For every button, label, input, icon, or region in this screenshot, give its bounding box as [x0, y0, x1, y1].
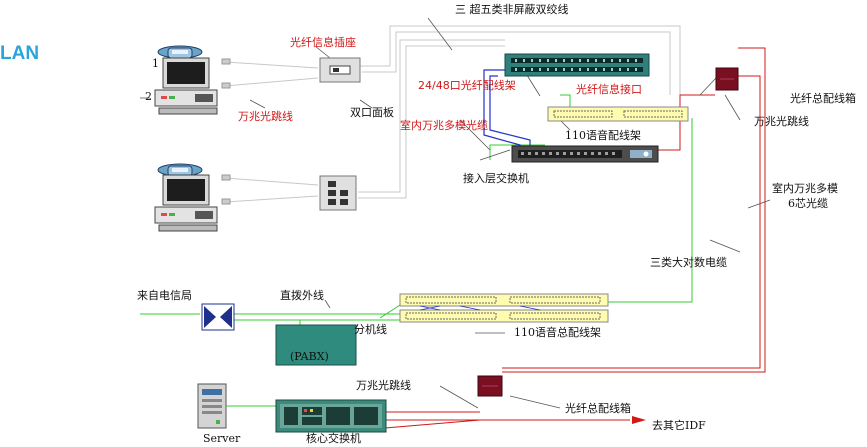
label-cat5-utp: 三 超五类非屏蔽双绞线 [455, 3, 569, 16]
label-direct-line: 直拨外线 [280, 289, 324, 302]
label-gigabit-patch-bottom: 万兆光跳线 [356, 379, 411, 392]
voice-main-frame-icon [399, 293, 609, 323]
label-core-switch: 核心交换机 [306, 432, 361, 445]
page-title: LAN [0, 43, 40, 64]
label-port-patch-panel: 24/48口光纤配线架 [418, 79, 516, 92]
voice-frame-110-icon [547, 106, 689, 122]
label-voice-frame-110: 110语音配线架 [565, 129, 641, 142]
label-telecom-in: 来自电信局 [137, 289, 192, 302]
fiber-box-icon [477, 375, 503, 397]
label-dual-faceplate: 双口面板 [350, 106, 394, 119]
label-gigabit-patch-left: 万兆光跳线 [238, 110, 293, 123]
label-server: Server [203, 432, 241, 445]
crossover-icon [201, 303, 235, 331]
label-pabx: (PABX) [290, 350, 329, 363]
fiber-red-lines [384, 47, 766, 429]
computer-icon [154, 57, 218, 115]
switch-icon [511, 145, 659, 163]
label-cat3-bulk: 三类大对数电缆 [650, 256, 727, 269]
server-icon [197, 383, 227, 429]
patch-panel-icon [504, 53, 650, 77]
label-indoor-multimode: 室内万兆多模光缆 [400, 119, 488, 132]
core-switch-icon [275, 399, 387, 433]
label-to-other-idf: 去其它IDF [652, 419, 706, 432]
label-extension-line: 分机线 [354, 323, 387, 336]
label-fiber-main-box-top: 光纤总配线箱 [790, 92, 856, 105]
computer-icon [154, 174, 218, 232]
label-indoor-6core-line2: 6芯光缆 [788, 197, 828, 210]
green-cable-lines [140, 94, 693, 325]
to-idf-arrowhead [632, 416, 646, 424]
telephone-icon [157, 163, 203, 177]
patch-cord-icons [221, 58, 231, 205]
faceplate-icon [319, 175, 357, 211]
pc-callout-number: 2 [145, 90, 152, 103]
faceplate-icon [319, 57, 361, 83]
utp-cable-runs [224, 25, 681, 203]
label-fiber-outlet: 光纤信息插座 [290, 36, 356, 49]
fiber-box-icon [715, 67, 739, 91]
label-access-switch: 接入层交换机 [463, 172, 529, 185]
pabx-icon [275, 324, 357, 366]
label-indoor-6core-line1: 室内万兆多模 [772, 182, 838, 195]
label-fiber-interface: 光纤信息接口 [576, 83, 642, 96]
phone-callout-number: 1 [152, 57, 159, 70]
callout-lines [140, 17, 771, 409]
label-fiber-main-box-bottom: 光纤总配线箱 [565, 402, 631, 415]
label-voice-main-frame-110: 110语音总配线架 [514, 326, 601, 339]
telephone-icon [157, 45, 203, 59]
label-gigabit-patch-right: 万兆光跳线 [754, 115, 809, 128]
